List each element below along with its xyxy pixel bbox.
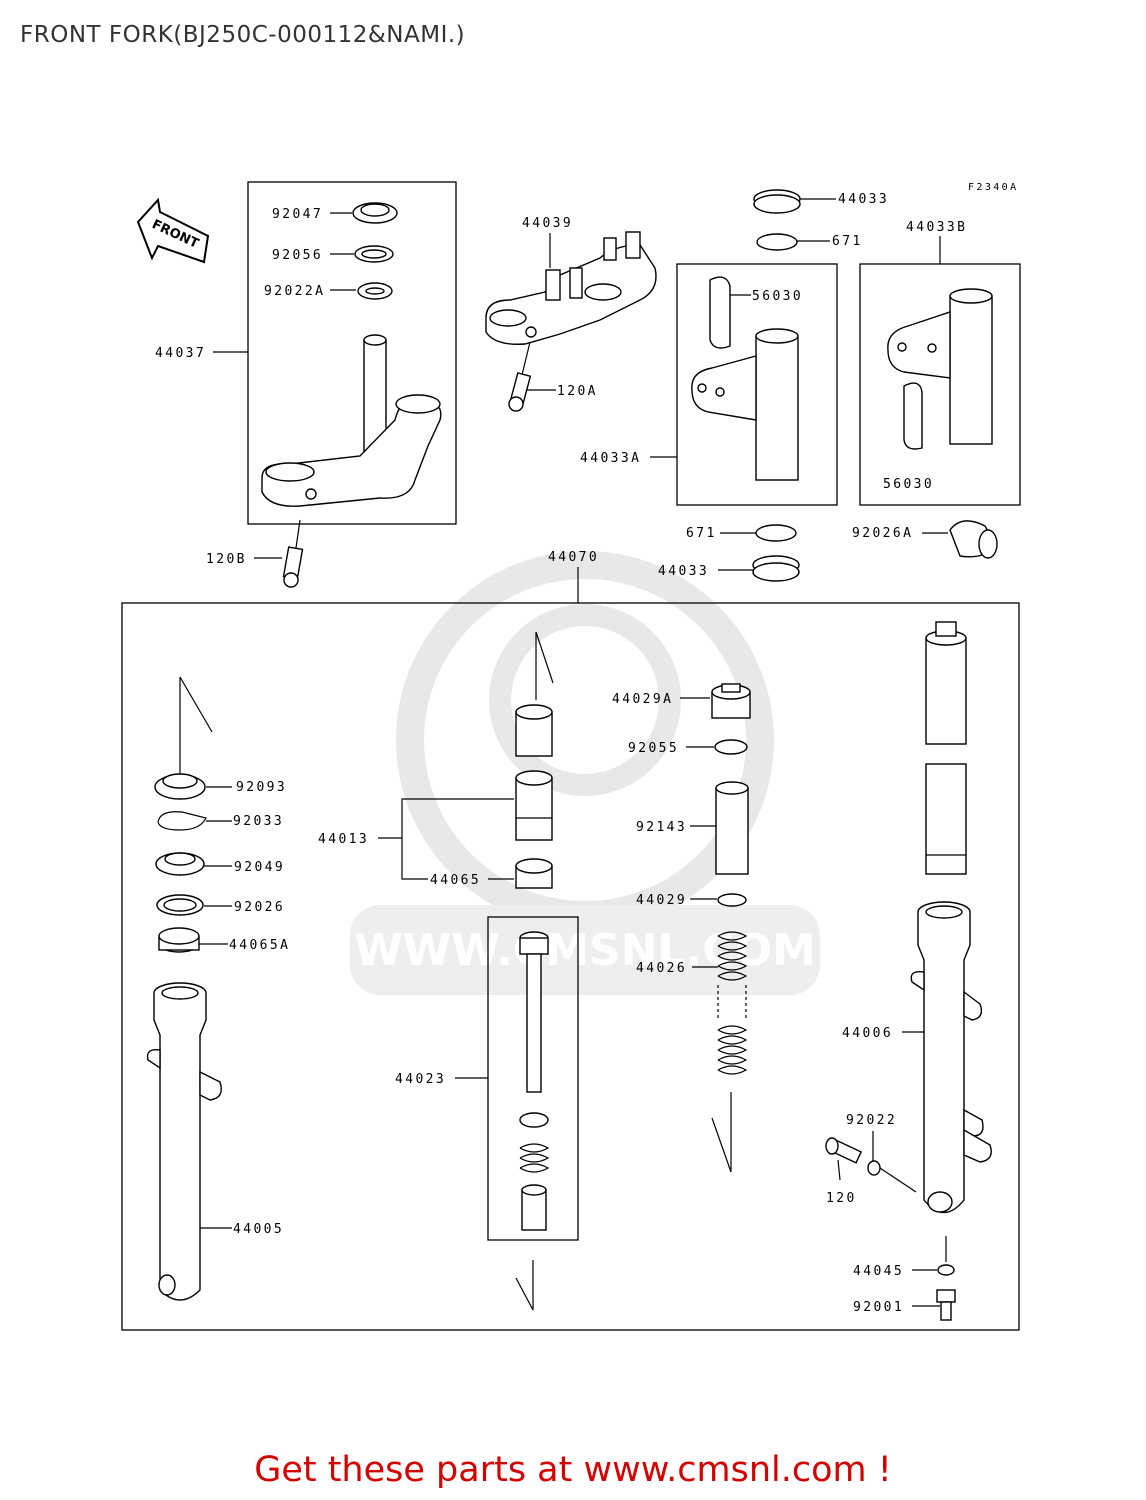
label-44023: 44023: [395, 1072, 446, 1087]
label-92056: 92056: [272, 248, 323, 263]
part-44033A-tube: [691, 276, 799, 481]
part-44029: [717, 893, 747, 907]
bolt-120B: [282, 546, 304, 588]
label-44033-bottom: 44033: [658, 564, 709, 579]
part-44005: [146, 982, 222, 1301]
part-44023-rod: [519, 931, 550, 1231]
part-671-top: [756, 233, 798, 251]
label-44039: 44039: [522, 216, 573, 231]
part-92022: [867, 1160, 881, 1176]
part-92033: [157, 811, 207, 831]
label-92026: 92026: [234, 900, 285, 915]
box-44070: [121, 602, 1020, 1331]
part-44065A: [158, 927, 200, 953]
page-title: FRONT FORK(BJ250C-000112&NAMI.): [20, 22, 466, 48]
label-56030-b: 56030: [883, 477, 934, 492]
label-44029: 44029: [636, 893, 687, 908]
part-92055: [714, 739, 748, 755]
label-44065: 44065: [430, 873, 481, 888]
figure-code: F2340A: [968, 182, 1019, 193]
part-92049: [155, 852, 205, 876]
part-44039: [485, 231, 657, 345]
label-44006: 44006: [842, 1026, 893, 1041]
label-44045: 44045: [853, 1264, 904, 1279]
label-92049: 92049: [234, 860, 285, 875]
part-44045: [937, 1264, 955, 1276]
part-44013-upper: [515, 704, 553, 757]
part-92093: [154, 773, 206, 800]
label-44033A: 44033A: [580, 451, 641, 466]
part-44033B-tube: [887, 288, 993, 450]
label-120A: 120A: [557, 384, 598, 399]
part-92026A: [949, 520, 998, 559]
label-92026A: 92026A: [852, 526, 913, 541]
part-44026-spring: [717, 931, 748, 1075]
label-671-top: 671: [832, 234, 863, 249]
part-44029A: [711, 683, 751, 719]
label-92143: 92143: [636, 820, 687, 835]
label-44033-top: 44033: [838, 192, 889, 207]
box-44033B: [859, 263, 1021, 506]
parts-diagram: WWW.CMSNL.COM F2340A FRONT 44037 92047 9…: [121, 181, 1021, 1331]
label-44013: 44013: [318, 832, 369, 847]
bolt-120: [825, 1137, 863, 1164]
bolt-120A: [508, 372, 532, 412]
bolt-92001: [936, 1289, 956, 1321]
watermark-logo: WWW.CMSNL.COM: [350, 551, 820, 995]
label-92001: 92001: [853, 1300, 904, 1315]
label-92022: 92022: [846, 1113, 897, 1128]
footer-cta-link[interactable]: Get these parts at www.cmsnl.com !: [254, 1450, 892, 1490]
part-inner-tube: [925, 621, 967, 875]
part-44013-lower: [515, 770, 553, 841]
box-44033A: [676, 263, 838, 506]
label-92022A: 92022A: [264, 284, 325, 299]
label-44037: 44037: [155, 346, 206, 361]
label-120: 120: [826, 1191, 857, 1206]
label-92047: 92047: [272, 207, 323, 222]
label-44026: 44026: [636, 961, 687, 976]
part-92143: [715, 781, 749, 875]
part-44065: [515, 858, 553, 889]
label-44033B: 44033B: [906, 220, 967, 235]
part-44006: [910, 901, 992, 1214]
watermark-text: WWW.CMSNL.COM: [354, 925, 816, 976]
label-92033: 92033: [233, 814, 284, 829]
front-arrow-icon: FRONT: [136, 197, 210, 264]
label-671-bottom: 671: [686, 526, 717, 541]
label-44029A: 44029A: [612, 692, 673, 707]
label-44065A: 44065A: [229, 938, 290, 953]
part-lower-bracket: [261, 334, 442, 507]
label-56030-a: 56030: [752, 289, 803, 304]
label-120B: 120B: [206, 552, 247, 567]
label-44070: 44070: [548, 550, 599, 565]
part-671-bottom: [755, 524, 797, 542]
box-44037: [247, 181, 457, 525]
label-92055: 92055: [628, 741, 679, 756]
label-44005: 44005: [233, 1222, 284, 1237]
label-92093: 92093: [236, 780, 287, 795]
